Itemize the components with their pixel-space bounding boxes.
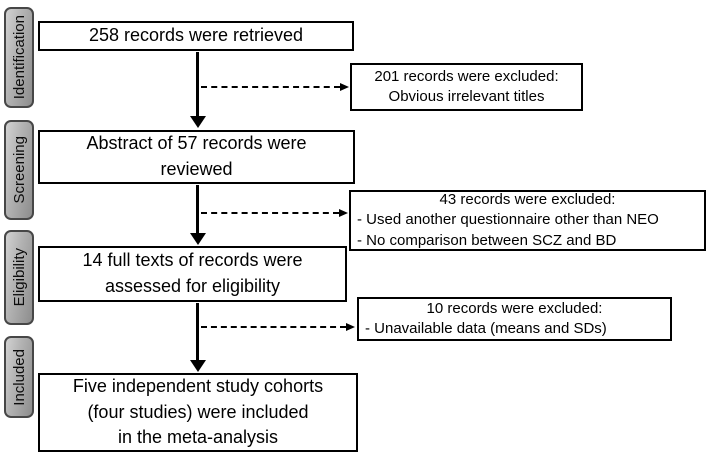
stage-identification-label: Identification (10, 15, 28, 100)
stage-eligibility-label: Eligibility (10, 248, 28, 307)
box-records-retrieved-text: 258 records were retrieved (88, 25, 304, 46)
box-abstracts-reviewed: Abstract of 57 records were reviewed (38, 130, 355, 184)
box-excluded-titles-reason: Obvious irrelevant titles (388, 88, 545, 105)
box-included-cohorts: Five independent study cohorts (four stu… (38, 373, 358, 452)
exclusion-arrow-dashed-1 (201, 83, 349, 91)
exclusion-arrow-dashed-3 (201, 323, 355, 331)
stage-screening-label: Screening (10, 136, 28, 204)
box-abstracts-reviewed-text: Abstract of 57 records were reviewed (86, 133, 307, 179)
box-fulltext-assessed-text: 14 full texts of records were assessed f… (82, 250, 303, 296)
stage-eligibility: Eligibility (4, 230, 34, 325)
box-excluded-fulltext-heading: 10 records were excluded: (426, 299, 603, 317)
exclusion-arrow-dashed-2 (201, 209, 348, 217)
box-excluded-abstracts: 43 records were excluded: - Used another… (349, 190, 706, 251)
box-excluded-titles-heading: 201 records were excluded: (374, 67, 559, 85)
box-records-retrieved: 258 records were retrieved (38, 21, 354, 51)
box-excluded-abstracts-heading: 43 records were excluded: (439, 191, 616, 209)
stage-identification: Identification (4, 7, 34, 108)
stage-included: Included (4, 336, 34, 418)
flow-arrow-down-3 (196, 303, 199, 361)
stage-included-label: Included (10, 348, 28, 406)
flow-arrow-down-1 (196, 52, 199, 117)
box-excluded-fulltext-reason: - Unavailable data (means and SDs) (365, 320, 607, 337)
flow-arrow-down-2 (196, 185, 199, 234)
box-excluded-abstracts-reason-2: - No comparison between SCZ and BD (357, 231, 617, 249)
box-excluded-fulltext: 10 records were excluded: - Unavailable … (357, 297, 672, 341)
box-included-cohorts-text: Five independent study cohorts (four stu… (72, 376, 324, 448)
box-excluded-titles: 201 records were excluded: Obvious irrel… (350, 63, 583, 111)
box-excluded-abstracts-reason-1: - Used another questionnaire other than … (357, 211, 659, 229)
stage-screening: Screening (4, 120, 34, 220)
box-fulltext-assessed: 14 full texts of records were assessed f… (38, 246, 347, 302)
